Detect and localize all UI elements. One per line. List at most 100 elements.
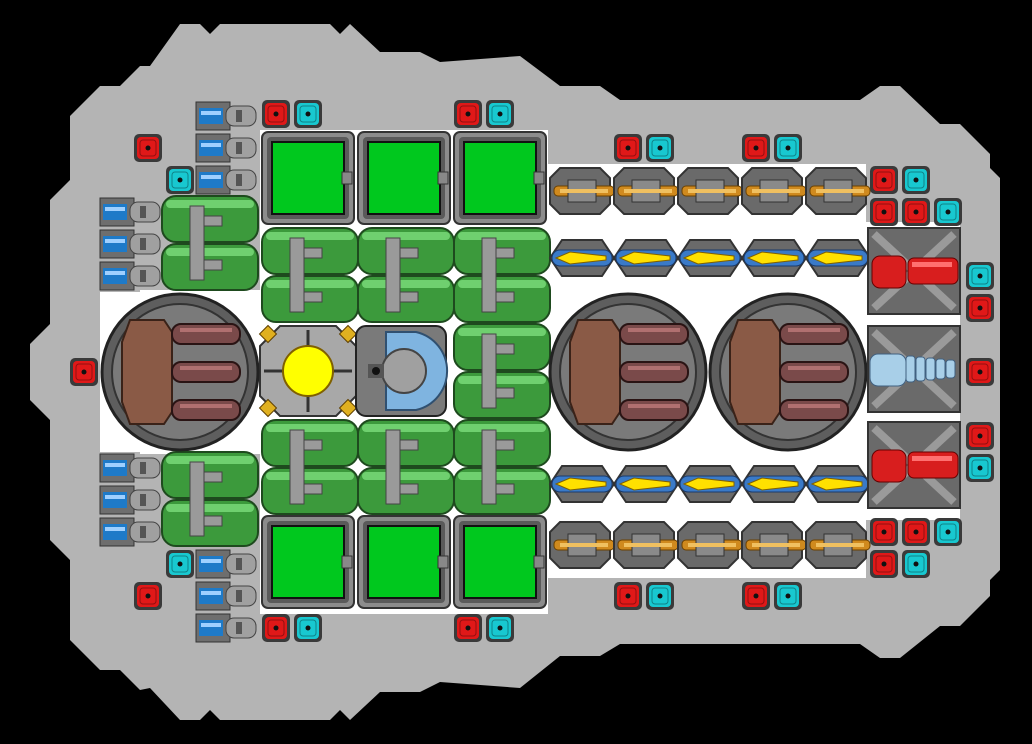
red-port-icon[interactable] — [742, 582, 770, 610]
pipe-icon — [303, 483, 323, 495]
red-port-icon[interactable] — [902, 518, 930, 546]
railgun-icon[interactable] — [677, 167, 743, 215]
red-port-icon[interactable] — [870, 518, 898, 546]
thruster-icon[interactable] — [100, 292, 260, 452]
red-port-icon[interactable] — [454, 614, 482, 642]
railgun-icon[interactable] — [677, 521, 743, 569]
thruster-icon[interactable] — [548, 292, 708, 452]
laser-cannon-icon[interactable] — [804, 239, 872, 277]
battery-icon[interactable] — [99, 197, 161, 227]
laser-cannon-icon[interactable] — [676, 239, 744, 277]
laser-cannon-icon[interactable] — [740, 239, 808, 277]
battery-icon[interactable] — [99, 485, 161, 515]
cyan-port-icon[interactable] — [646, 134, 674, 162]
battery-icon[interactable] — [99, 453, 161, 483]
battery-icon[interactable] — [195, 549, 257, 579]
battery-icon[interactable] — [99, 517, 161, 547]
battery-icon[interactable] — [195, 613, 257, 643]
railgun-icon[interactable] — [613, 167, 679, 215]
red-port-icon[interactable] — [966, 294, 994, 322]
red-port-icon[interactable] — [966, 358, 994, 386]
cyan-port-icon[interactable] — [294, 614, 322, 642]
laser-cannon-icon[interactable] — [548, 465, 616, 503]
railgun-icon[interactable] — [613, 521, 679, 569]
battery-icon[interactable] — [195, 165, 257, 195]
red-port-icon[interactable] — [742, 134, 770, 162]
railgun-icon[interactable] — [741, 167, 807, 215]
pipe-icon — [495, 483, 515, 495]
red-port-icon[interactable] — [614, 582, 642, 610]
laser-cannon-icon[interactable] — [740, 465, 808, 503]
red-port-icon[interactable] — [870, 166, 898, 194]
laser-cannon-icon[interactable] — [804, 465, 872, 503]
battery-icon[interactable] — [99, 261, 161, 291]
red-port-icon[interactable] — [454, 100, 482, 128]
pipe-icon — [399, 247, 419, 259]
railgun-icon[interactable] — [549, 167, 615, 215]
cyan-port-icon[interactable] — [774, 134, 802, 162]
pipe-icon — [385, 429, 401, 505]
red-port-icon[interactable] — [870, 198, 898, 226]
reactor-core-icon[interactable] — [258, 324, 358, 418]
pipe-icon — [385, 237, 401, 313]
pipe-icon — [303, 247, 323, 259]
pipe-icon — [495, 291, 515, 303]
red-port-icon[interactable] — [134, 134, 162, 162]
railgun-icon[interactable] — [805, 521, 871, 569]
red-port-icon[interactable] — [614, 134, 642, 162]
pipe-icon — [203, 215, 223, 227]
cyan-port-icon[interactable] — [646, 582, 674, 610]
cargo-bay-icon[interactable] — [357, 515, 451, 609]
cargo-bay-icon[interactable] — [453, 515, 547, 609]
cyan-port-icon[interactable] — [486, 100, 514, 128]
red-port-icon[interactable] — [70, 358, 98, 386]
red-port-icon[interactable] — [902, 198, 930, 226]
turret-icon[interactable] — [867, 227, 961, 315]
thruster-icon[interactable] — [708, 292, 868, 452]
cargo-bay-icon[interactable] — [261, 131, 355, 225]
railgun-icon[interactable] — [549, 521, 615, 569]
cyan-port-icon[interactable] — [934, 518, 962, 546]
cyan-port-icon[interactable] — [166, 166, 194, 194]
railgun-icon[interactable] — [805, 167, 871, 215]
pipe-icon — [189, 205, 205, 281]
cyan-port-icon[interactable] — [934, 198, 962, 226]
pipe-icon — [203, 515, 223, 527]
cargo-bay-icon[interactable] — [261, 515, 355, 609]
cyan-port-icon[interactable] — [966, 262, 994, 290]
cyan-port-icon[interactable] — [166, 550, 194, 578]
battery-icon[interactable] — [195, 101, 257, 131]
red-port-icon[interactable] — [870, 550, 898, 578]
battery-icon[interactable] — [195, 133, 257, 163]
red-port-icon[interactable] — [262, 614, 290, 642]
cyan-port-icon[interactable] — [902, 166, 930, 194]
railgun-icon[interactable] — [741, 521, 807, 569]
laser-cannon-icon[interactable] — [612, 239, 680, 277]
cyan-port-icon[interactable] — [486, 614, 514, 642]
pipe-icon — [399, 483, 419, 495]
pipe-icon — [495, 387, 515, 399]
cargo-bay-icon[interactable] — [453, 131, 547, 225]
red-port-icon[interactable] — [966, 422, 994, 450]
pipe-icon — [289, 237, 305, 313]
red-port-icon[interactable] — [262, 100, 290, 128]
cyan-port-icon[interactable] — [294, 100, 322, 128]
cyan-port-icon[interactable] — [966, 454, 994, 482]
shield-generator-icon[interactable] — [355, 325, 449, 417]
turret-icon[interactable] — [867, 421, 961, 509]
cyan-port-icon[interactable] — [774, 582, 802, 610]
laser-cannon-icon[interactable] — [612, 465, 680, 503]
battery-icon[interactable] — [99, 229, 161, 259]
pipe-icon — [481, 429, 497, 505]
pipe-icon — [203, 471, 223, 483]
pipe-icon — [495, 439, 515, 451]
red-port-icon[interactable] — [134, 582, 162, 610]
beam-emitter-icon[interactable] — [867, 325, 961, 413]
cyan-port-icon[interactable] — [902, 550, 930, 578]
laser-cannon-icon[interactable] — [548, 239, 616, 277]
cargo-bay-icon[interactable] — [357, 131, 451, 225]
battery-icon[interactable] — [195, 581, 257, 611]
laser-cannon-icon[interactable] — [676, 465, 744, 503]
